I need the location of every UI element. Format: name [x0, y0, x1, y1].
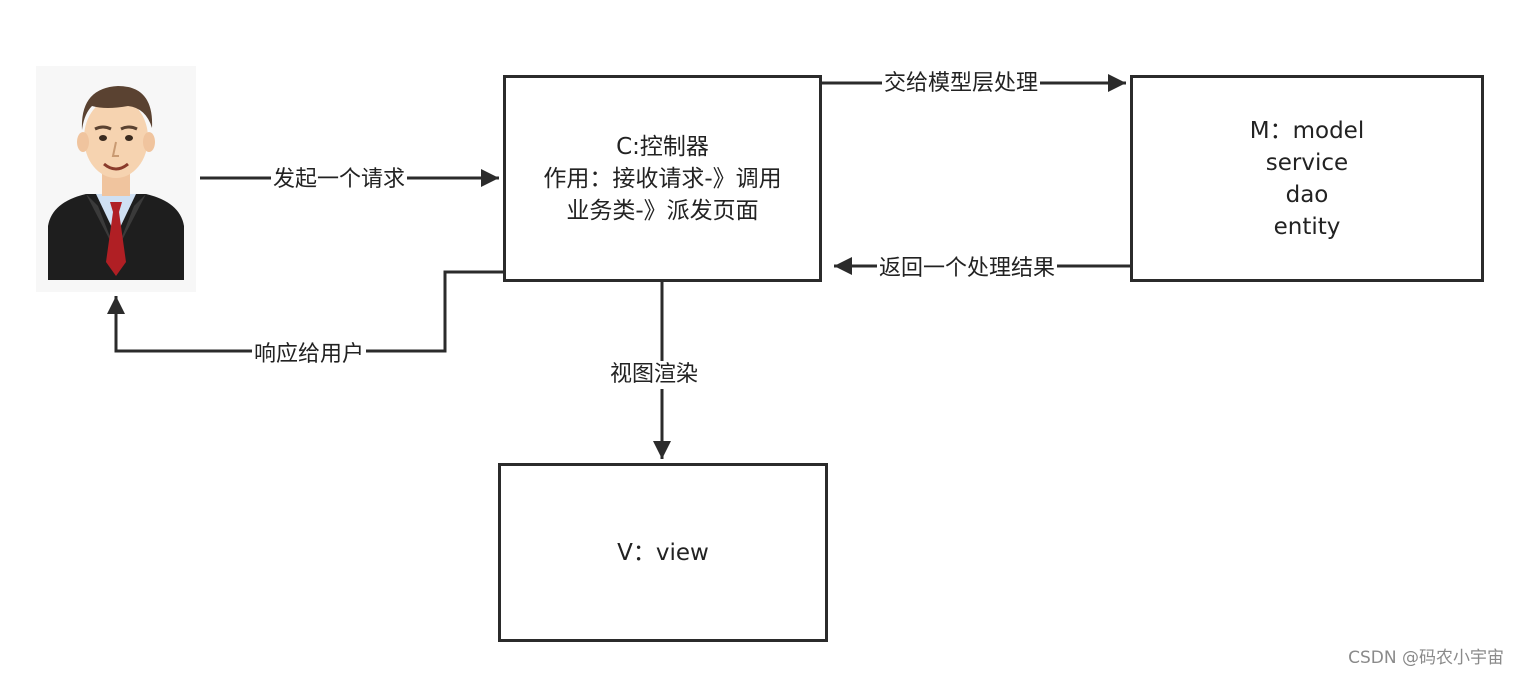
- watermark: CSDN @码农小宇宙: [1348, 648, 1504, 668]
- edge-request-label: 发起一个请求: [271, 166, 408, 194]
- model-entity: entity: [1273, 213, 1341, 240]
- controller-role-line-2: 业务类-》派发页面: [566, 197, 759, 224]
- edge-delegate-label: 交给模型层处理: [882, 70, 1041, 98]
- controller-box: C:控制器 作用：接收请求-》调用 业务类-》派发页面: [503, 75, 822, 282]
- model-title: M：model: [1249, 117, 1365, 144]
- controller-role-line-1: 作用：接收请求-》调用: [543, 165, 782, 192]
- model-service: service: [1265, 149, 1349, 176]
- controller-title: C:控制器: [616, 133, 709, 160]
- model-box: M：model service dao entity: [1130, 75, 1484, 282]
- view-box: V：view: [498, 463, 828, 642]
- user-avatar-icon: [36, 66, 196, 292]
- edge-respond-label: 响应给用户: [252, 341, 367, 369]
- view-title: V：view: [617, 539, 709, 566]
- edge-respond-line: [107, 270, 503, 353]
- edge-render-label: 视图渲染: [608, 361, 701, 389]
- model-dao: dao: [1285, 181, 1329, 208]
- edge-return-label: 返回一个处理结果: [877, 255, 1058, 283]
